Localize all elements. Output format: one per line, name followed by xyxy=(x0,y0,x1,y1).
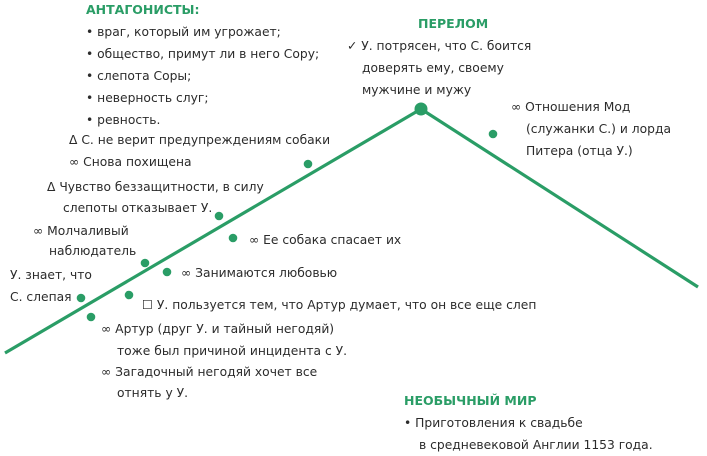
event-silent-observer: ∞ Молчаливый xyxy=(33,224,129,238)
unusual-world-title: НЕОБЫЧНЫЙ МИР xyxy=(404,393,537,408)
event-make-love: ∞ Занимаются любовью xyxy=(181,266,338,280)
event-dot xyxy=(214,211,224,221)
antagonist-item: • ревность. xyxy=(86,113,161,127)
event-dot xyxy=(488,129,498,139)
event-dot xyxy=(162,267,172,277)
event-arthur-villain-2: тоже был причиной инцидента с У. xyxy=(117,344,348,358)
antagonists-title: АНТАГОНИСТЫ: xyxy=(86,2,200,17)
unusual-world-line: в средневековой Англии 1153 года. xyxy=(419,438,653,452)
event-dot xyxy=(140,258,150,268)
event-helplessness: Δ Чувство беззащитности, в силу xyxy=(47,180,264,194)
antagonist-item: • общество, примут ли в него Сору; xyxy=(86,47,320,61)
turning-point-line: ✓ У. потрясен, что С. боится xyxy=(347,39,532,53)
event-dot xyxy=(76,293,86,303)
maud-peter-note: ∞ Отношения Мод (служанки С.) и лорда Пи… xyxy=(511,96,671,162)
turning-point-line: доверять ему, своему xyxy=(362,61,504,75)
event-silent-observer-2: наблюдатель xyxy=(49,244,137,258)
event-dog-warning: Δ С. не верит предупреждениям собаки xyxy=(69,133,331,147)
event-helplessness-2: слепоты отказывает У. xyxy=(63,201,213,215)
unusual-world-text: • Приготовления к свадьбе в средневеково… xyxy=(404,412,653,456)
event-dog-saves: ∞ Ее собака спасает их xyxy=(249,233,402,247)
unusual-world-line: • Приготовления к свадьбе xyxy=(404,416,583,430)
antagonist-item: • враг, который им угрожает; xyxy=(86,25,281,39)
event-dot xyxy=(303,159,313,169)
note-line: ∞ Отношения Мод xyxy=(511,100,631,114)
event-knows-blind-2: С. слепая xyxy=(10,290,72,304)
event-kidnapped-again: ∞ Снова похищена xyxy=(69,155,192,169)
turning-point-text: ✓ У. потрясен, что С. боится доверять ем… xyxy=(347,35,531,101)
note-line: (служанки С.) и лорда xyxy=(526,122,672,136)
turning-point-title: ПЕРЕЛОМ xyxy=(418,16,489,31)
peak-dot xyxy=(414,102,428,116)
event-dot xyxy=(228,233,238,243)
antagonists-list: • враг, который им угрожает; • общество,… xyxy=(86,21,319,131)
event-mystery-villain: ∞ Загадочный негодяй хочет все xyxy=(101,365,318,379)
event-dot xyxy=(86,312,96,322)
note-line: Питера (отца У.) xyxy=(526,144,633,158)
event-mystery-villain-2: отнять у У. xyxy=(117,386,189,400)
event-arthur-thinks-blind: ☐ У. пользуется тем, что Артур думает, ч… xyxy=(142,298,537,312)
antagonist-item: • неверность слуг; xyxy=(86,91,209,105)
event-arthur-villain: ∞ Артур (друг У. и тайный негодяй) xyxy=(101,322,335,336)
antagonist-item: • слепота Соры; xyxy=(86,69,192,83)
event-dot xyxy=(124,290,134,300)
turning-point-line: мужчине и мужу xyxy=(362,83,472,97)
event-knows-blind: У. знает, что xyxy=(10,268,92,282)
